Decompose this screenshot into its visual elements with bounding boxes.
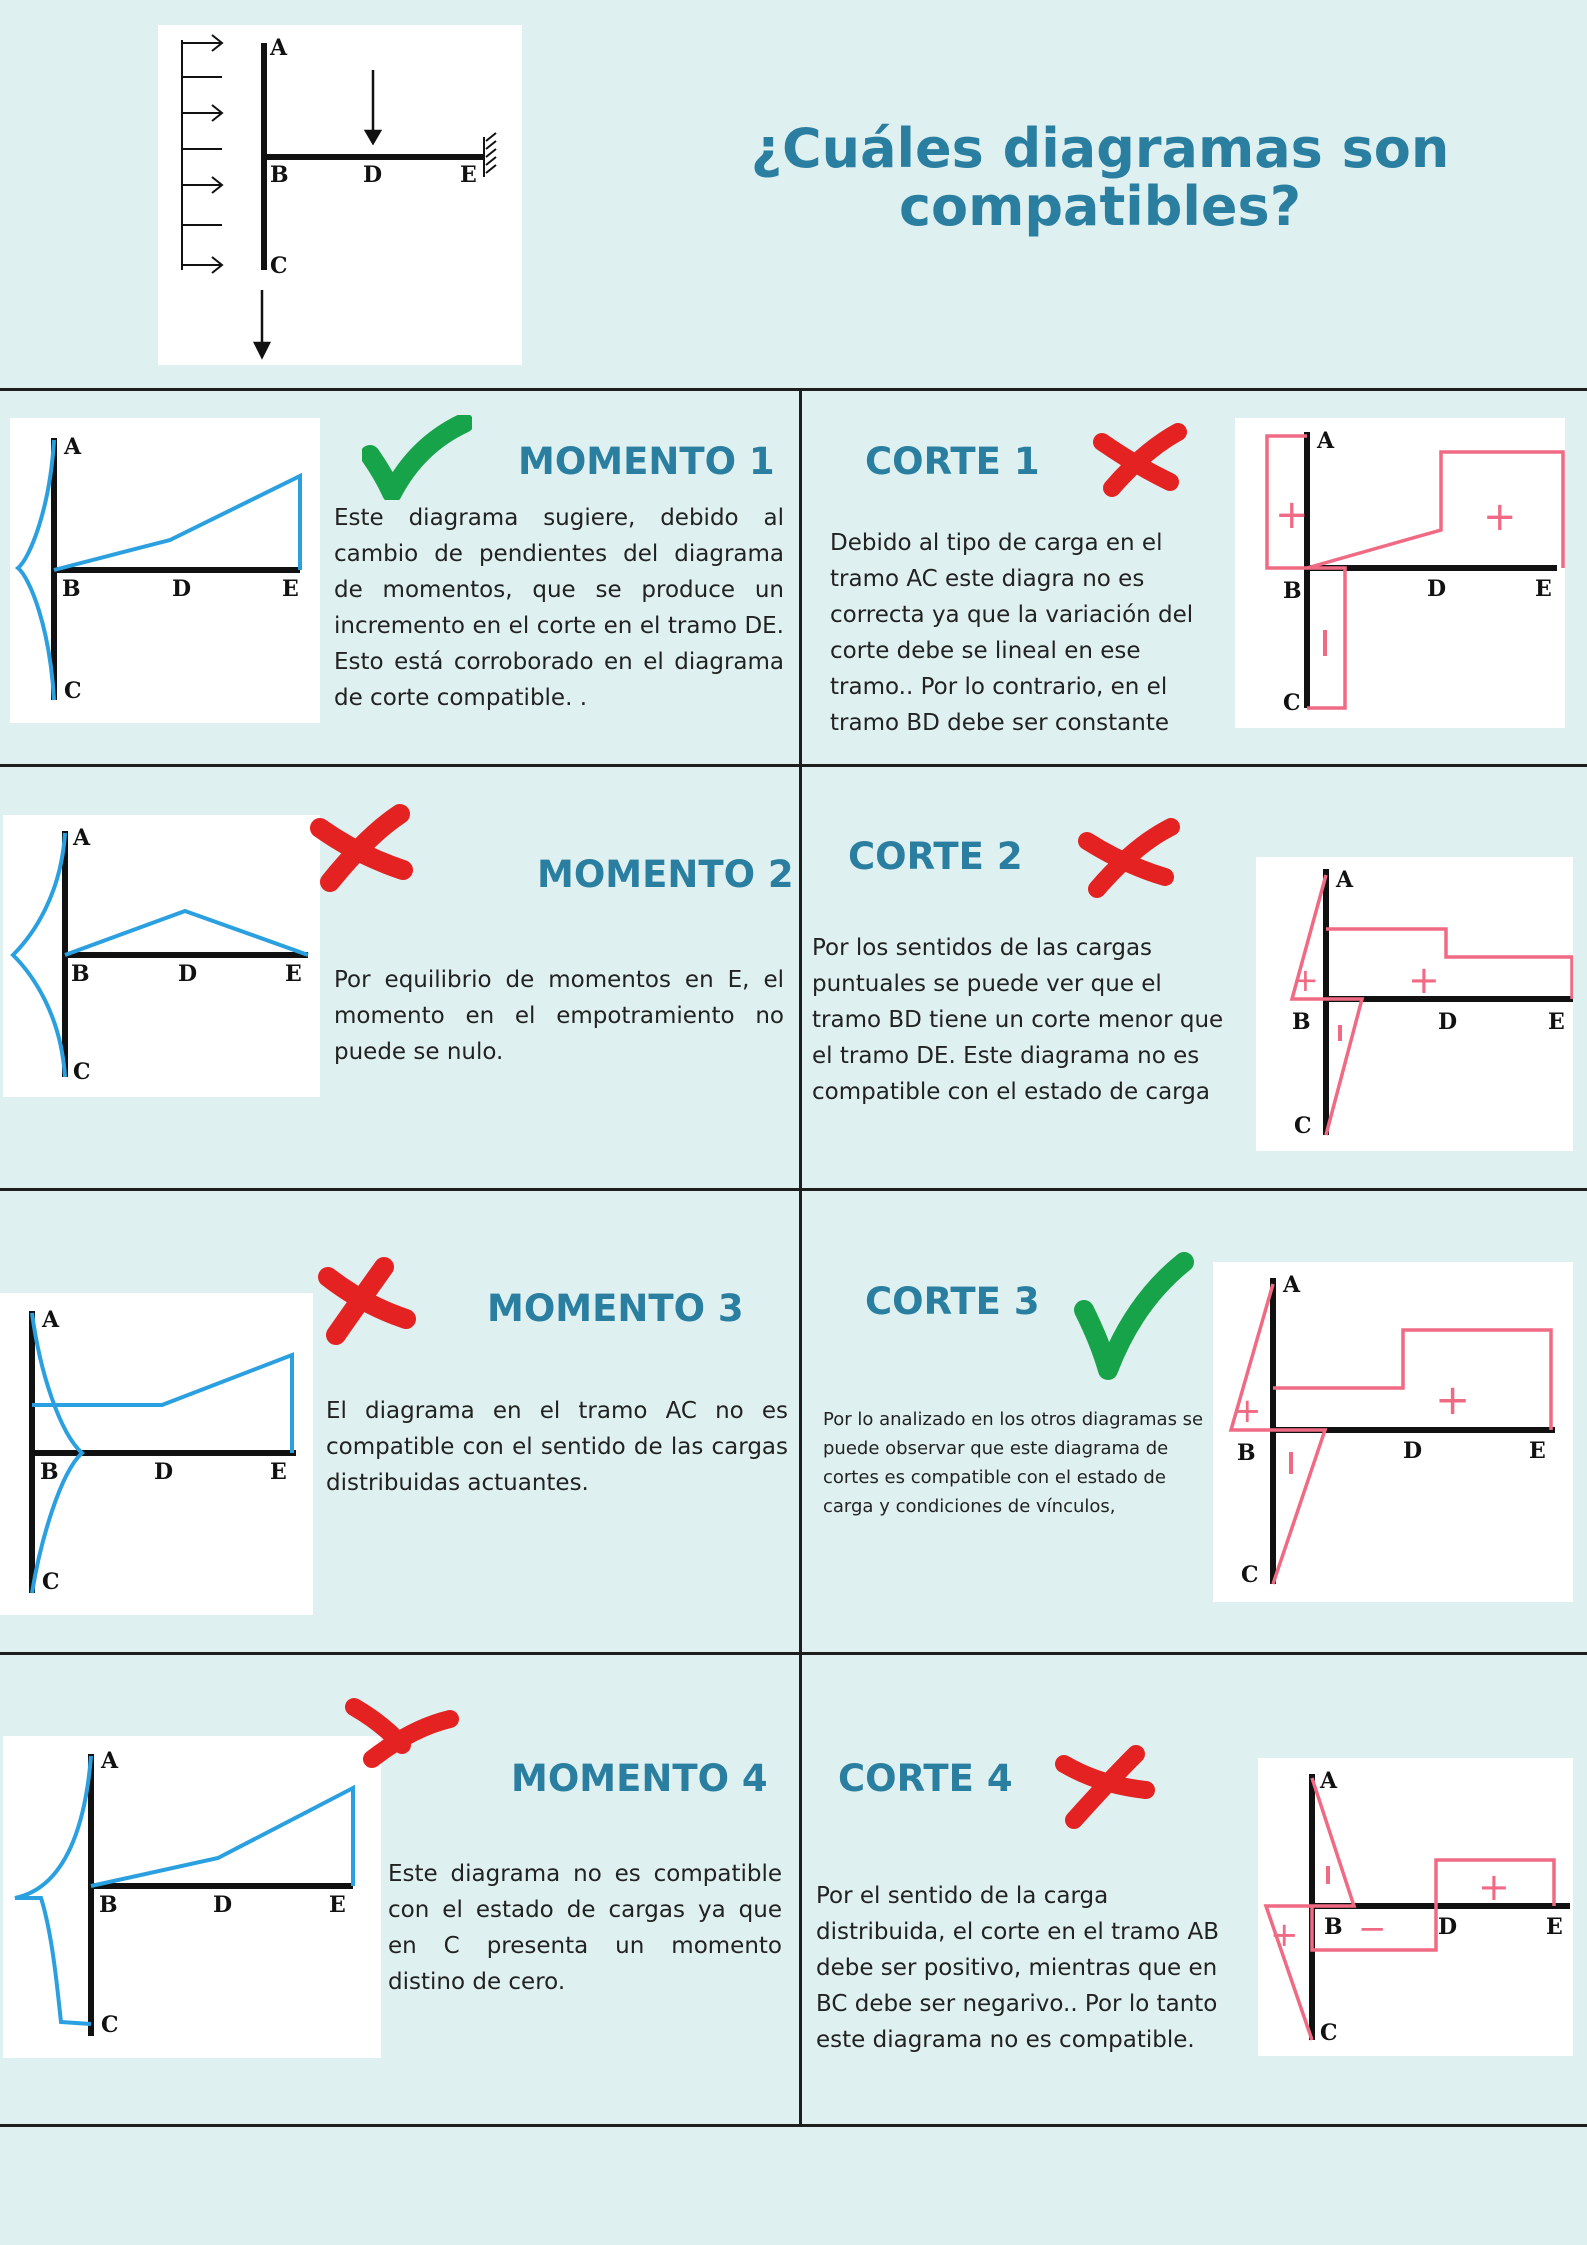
moment-1-heading: MOMENTO 1 [518, 440, 775, 483]
label-b: B [270, 162, 289, 188]
moment-4-heading: MOMENTO 4 [511, 1757, 768, 1800]
moment-4-text: Este diagrama no es compatible con el es… [388, 1861, 782, 1995]
label-d: D [1403, 1438, 1422, 1464]
moment-1-diagram: A B D E C [10, 418, 320, 723]
label-b: B [1292, 1009, 1311, 1035]
label-d: D [363, 162, 382, 188]
label-e: E [282, 576, 299, 602]
corte-4-text: Por el sentido de la carga distribuida, … [816, 1883, 1219, 2053]
plus-sign: + [1233, 1391, 1262, 1431]
label-e: E [460, 162, 477, 188]
cross-icon [342, 1693, 462, 1773]
moment-3-diagram: A B D E C [0, 1293, 313, 1615]
label-e: E [1548, 1009, 1565, 1035]
label-c: C [42, 1569, 60, 1595]
structure-diagram: A B D E C [158, 25, 522, 365]
moment-2-text: Por equilibrio de momentos en E, el mome… [334, 967, 784, 1065]
page-title: ¿Cuáles diagramas son compatibles? [750, 117, 1450, 238]
corte-1-heading: CORTE 1 [865, 440, 1040, 483]
label-b: B [1283, 578, 1302, 604]
label-e: E [270, 1459, 287, 1485]
cross-icon [1090, 420, 1190, 500]
check-icon [1072, 1252, 1197, 1382]
label-c: C [1241, 1562, 1259, 1588]
label-a: A [1319, 1768, 1338, 1794]
label-a: A [1335, 867, 1354, 893]
label-e: E [1529, 1438, 1546, 1464]
cross-icon [1075, 815, 1185, 900]
plus-sign: + [1478, 1865, 1510, 1909]
label-e: E [1535, 576, 1552, 602]
label-c: C [73, 1059, 91, 1085]
divider-top [0, 388, 1587, 391]
check-icon [362, 415, 472, 500]
label-e: E [1546, 1914, 1563, 1940]
label-a: A [1282, 1272, 1301, 1298]
label-e: E [285, 961, 302, 987]
label-b: B [99, 1892, 118, 1918]
corte-2-text: Por los sentidos de las cargas puntuales… [812, 935, 1224, 1105]
corte-3-heading: CORTE 3 [865, 1280, 1040, 1323]
plus-sign: + [1483, 494, 1517, 540]
label-b: B [71, 961, 90, 987]
label-b: B [1237, 1440, 1256, 1466]
label-e: E [329, 1892, 346, 1918]
label-a: A [100, 1748, 119, 1774]
label-a: A [41, 1307, 60, 1333]
corte-2-diagram: + + A B D E C [1256, 857, 1573, 1151]
plus-sign: + [1435, 1375, 1470, 1424]
label-a: A [63, 434, 82, 460]
moment-2-heading: MOMENTO 2 [537, 853, 794, 896]
cross-icon [1050, 1740, 1160, 1830]
label-b: B [40, 1459, 59, 1485]
divider-row3 [0, 1188, 1587, 1191]
label-c: C [101, 2012, 119, 2038]
corte-2-heading: CORTE 2 [848, 835, 1023, 878]
label-a: A [72, 825, 91, 851]
moment-1-text: Este diagrama sugiere, debido al cambio … [334, 505, 784, 711]
corte-3-text: Por lo analizado en los otros diagramas … [823, 1409, 1204, 1517]
label-c: C [1294, 1113, 1312, 1139]
moment-2-diagram: A B D E C [3, 815, 320, 1097]
label-d: D [172, 576, 191, 602]
corte-1-text: Debido al tipo de carga en el tramo AC e… [830, 530, 1194, 736]
corte-3-diagram: + + A B D E C [1213, 1262, 1573, 1602]
label-d: D [1438, 1009, 1457, 1035]
cross-icon [314, 1255, 419, 1345]
label-d: D [178, 961, 197, 987]
corte-4-heading: CORTE 4 [838, 1757, 1013, 1800]
label-b: B [62, 576, 81, 602]
moment-3-text: El diagrama en el tramo AC no es compati… [326, 1398, 788, 1496]
moment-4-diagram: A B D E C [3, 1736, 381, 2058]
divider-vertical [799, 388, 802, 2127]
label-a: A [269, 35, 288, 61]
label-d: D [1438, 1914, 1457, 1940]
label-d: D [154, 1459, 173, 1485]
divider-bottom [0, 2124, 1587, 2127]
plus-sign: + [1275, 492, 1309, 538]
plus-sign: + [1270, 1915, 1299, 1955]
label-c: C [270, 253, 288, 279]
label-b: B [1324, 1914, 1343, 1940]
moment-3-heading: MOMENTO 3 [487, 1287, 744, 1330]
plus-sign: + [1292, 961, 1319, 999]
label-a: A [1316, 428, 1335, 454]
label-c: C [64, 678, 82, 704]
corte-1-diagram: + + A B D E C [1235, 418, 1565, 728]
cross-icon [308, 800, 418, 895]
divider-row4 [0, 1652, 1587, 1655]
plus-sign: + [1408, 958, 1440, 1002]
label-d: D [213, 1892, 232, 1918]
label-c: C [1283, 690, 1301, 716]
label-c: C [1320, 2020, 1338, 2046]
corte-4-diagram: + − + A B D E C [1258, 1758, 1573, 2056]
divider-row2 [0, 764, 1587, 767]
minus-sign: − [1358, 1909, 1387, 1949]
label-d: D [1427, 576, 1446, 602]
